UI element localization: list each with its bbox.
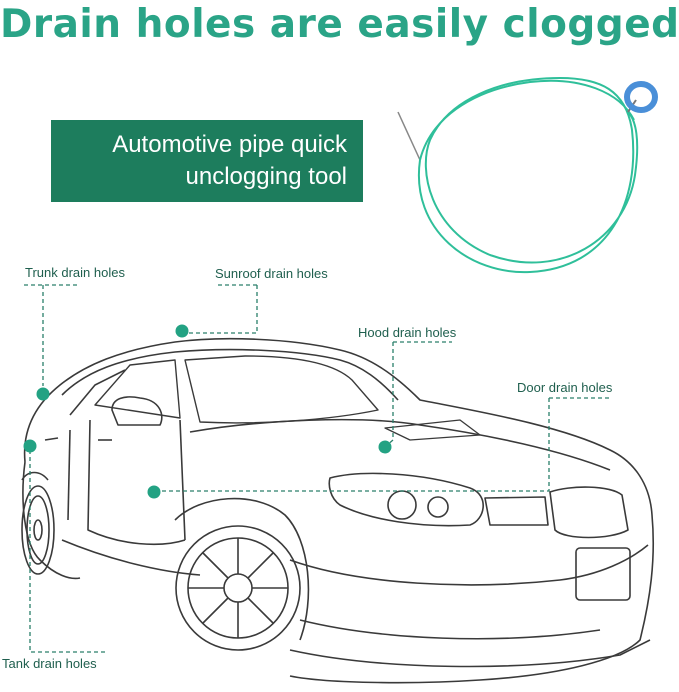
front-wheel-icon bbox=[174, 497, 310, 651]
tool-title-line-1: Automotive pipe quick bbox=[112, 131, 347, 158]
trunk-drain-label: Trunk drain holes bbox=[25, 265, 125, 280]
ring-handle-icon bbox=[624, 81, 658, 113]
door-drain-marker bbox=[147, 485, 161, 499]
hood-drain-marker bbox=[378, 440, 392, 454]
trunk-drain-marker bbox=[36, 387, 50, 401]
rear-wheel-icon bbox=[21, 471, 55, 575]
leader-lines bbox=[24, 284, 610, 653]
headline: Drain holes are easily clogged bbox=[0, 2, 679, 47]
door-drain-label: Door drain holes bbox=[517, 380, 613, 395]
cleaning-wire-tool bbox=[397, 76, 658, 274]
tool-title-line-2: unclogging tool bbox=[185, 163, 347, 190]
sunroof-drain-marker bbox=[175, 324, 189, 338]
drain-hole-markers bbox=[23, 324, 392, 499]
sunroof-drain-label: Sunroof drain holes bbox=[215, 266, 328, 281]
hood-drain-label: Hood drain holes bbox=[358, 325, 457, 340]
tank-drain-marker bbox=[23, 439, 37, 453]
tank-drain-label: Tank drain holes bbox=[2, 656, 97, 671]
tool-title-box: Automotive pipe quick unclogging tool bbox=[51, 120, 363, 202]
